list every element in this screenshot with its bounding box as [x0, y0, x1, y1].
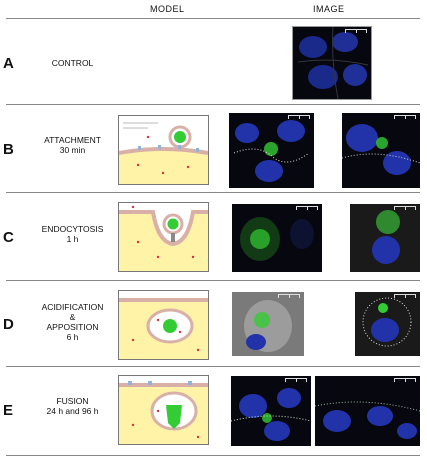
fusion-micrograph-24h	[231, 376, 311, 446]
row-a-line-1: CONTROL	[51, 58, 94, 68]
row-b-divider	[6, 192, 420, 193]
row-d-line-3: APPOSITION	[46, 322, 99, 332]
attachment-model-diagram	[118, 115, 209, 185]
row-d-line-4: 6 h	[66, 332, 79, 342]
image-column-header: IMAGE	[313, 4, 345, 14]
attachment-micrograph-1	[229, 113, 314, 188]
row-d-line-1: ACIDIFICATION	[41, 302, 104, 312]
fusion-micrograph-96h	[315, 376, 420, 446]
row-c-line-1: ENDOCYTOSIS	[41, 224, 104, 234]
row-d-divider	[6, 366, 420, 367]
row-d-label: ACIDIFICATION & APPOSITION 6 h	[25, 302, 120, 342]
row-a-divider	[6, 104, 420, 105]
control-micrograph	[292, 26, 372, 100]
row-d-letter: D	[3, 316, 14, 333]
acidification-micrograph-1	[232, 292, 304, 356]
row-e-line-1: FUSION	[56, 396, 89, 406]
endocytosis-micrograph-1	[232, 204, 322, 272]
endocytosis-model-diagram	[118, 202, 209, 272]
row-a-label: CONTROL	[25, 58, 120, 68]
row-e-letter: E	[3, 402, 14, 419]
row-e-divider	[6, 455, 420, 456]
row-c-divider	[6, 280, 420, 281]
fusion-model-diagram	[118, 375, 209, 445]
header-divider	[6, 18, 420, 19]
row-a-letter: A	[3, 55, 14, 72]
row-c-letter: C	[3, 229, 14, 246]
row-e-line-2: 24 h and 96 h	[46, 406, 99, 416]
endocytosis-micrograph-2	[350, 204, 420, 272]
row-b-label: ATTACHMENT 30 min	[25, 135, 120, 155]
acidification-model-diagram	[118, 290, 209, 360]
acidification-micrograph-2	[355, 292, 420, 356]
row-c-line-2: 1 h	[66, 234, 79, 244]
row-b-letter: B	[3, 141, 14, 158]
row-b-line-1: ATTACHMENT	[44, 135, 101, 145]
row-c-label: ENDOCYTOSIS 1 h	[25, 224, 120, 244]
model-column-header: MODEL	[150, 4, 185, 14]
row-b-line-2: 30 min	[59, 145, 86, 155]
attachment-micrograph-2	[342, 113, 420, 188]
row-d-line-2: &	[69, 312, 76, 322]
row-e-label: FUSION 24 h and 96 h	[25, 396, 120, 416]
